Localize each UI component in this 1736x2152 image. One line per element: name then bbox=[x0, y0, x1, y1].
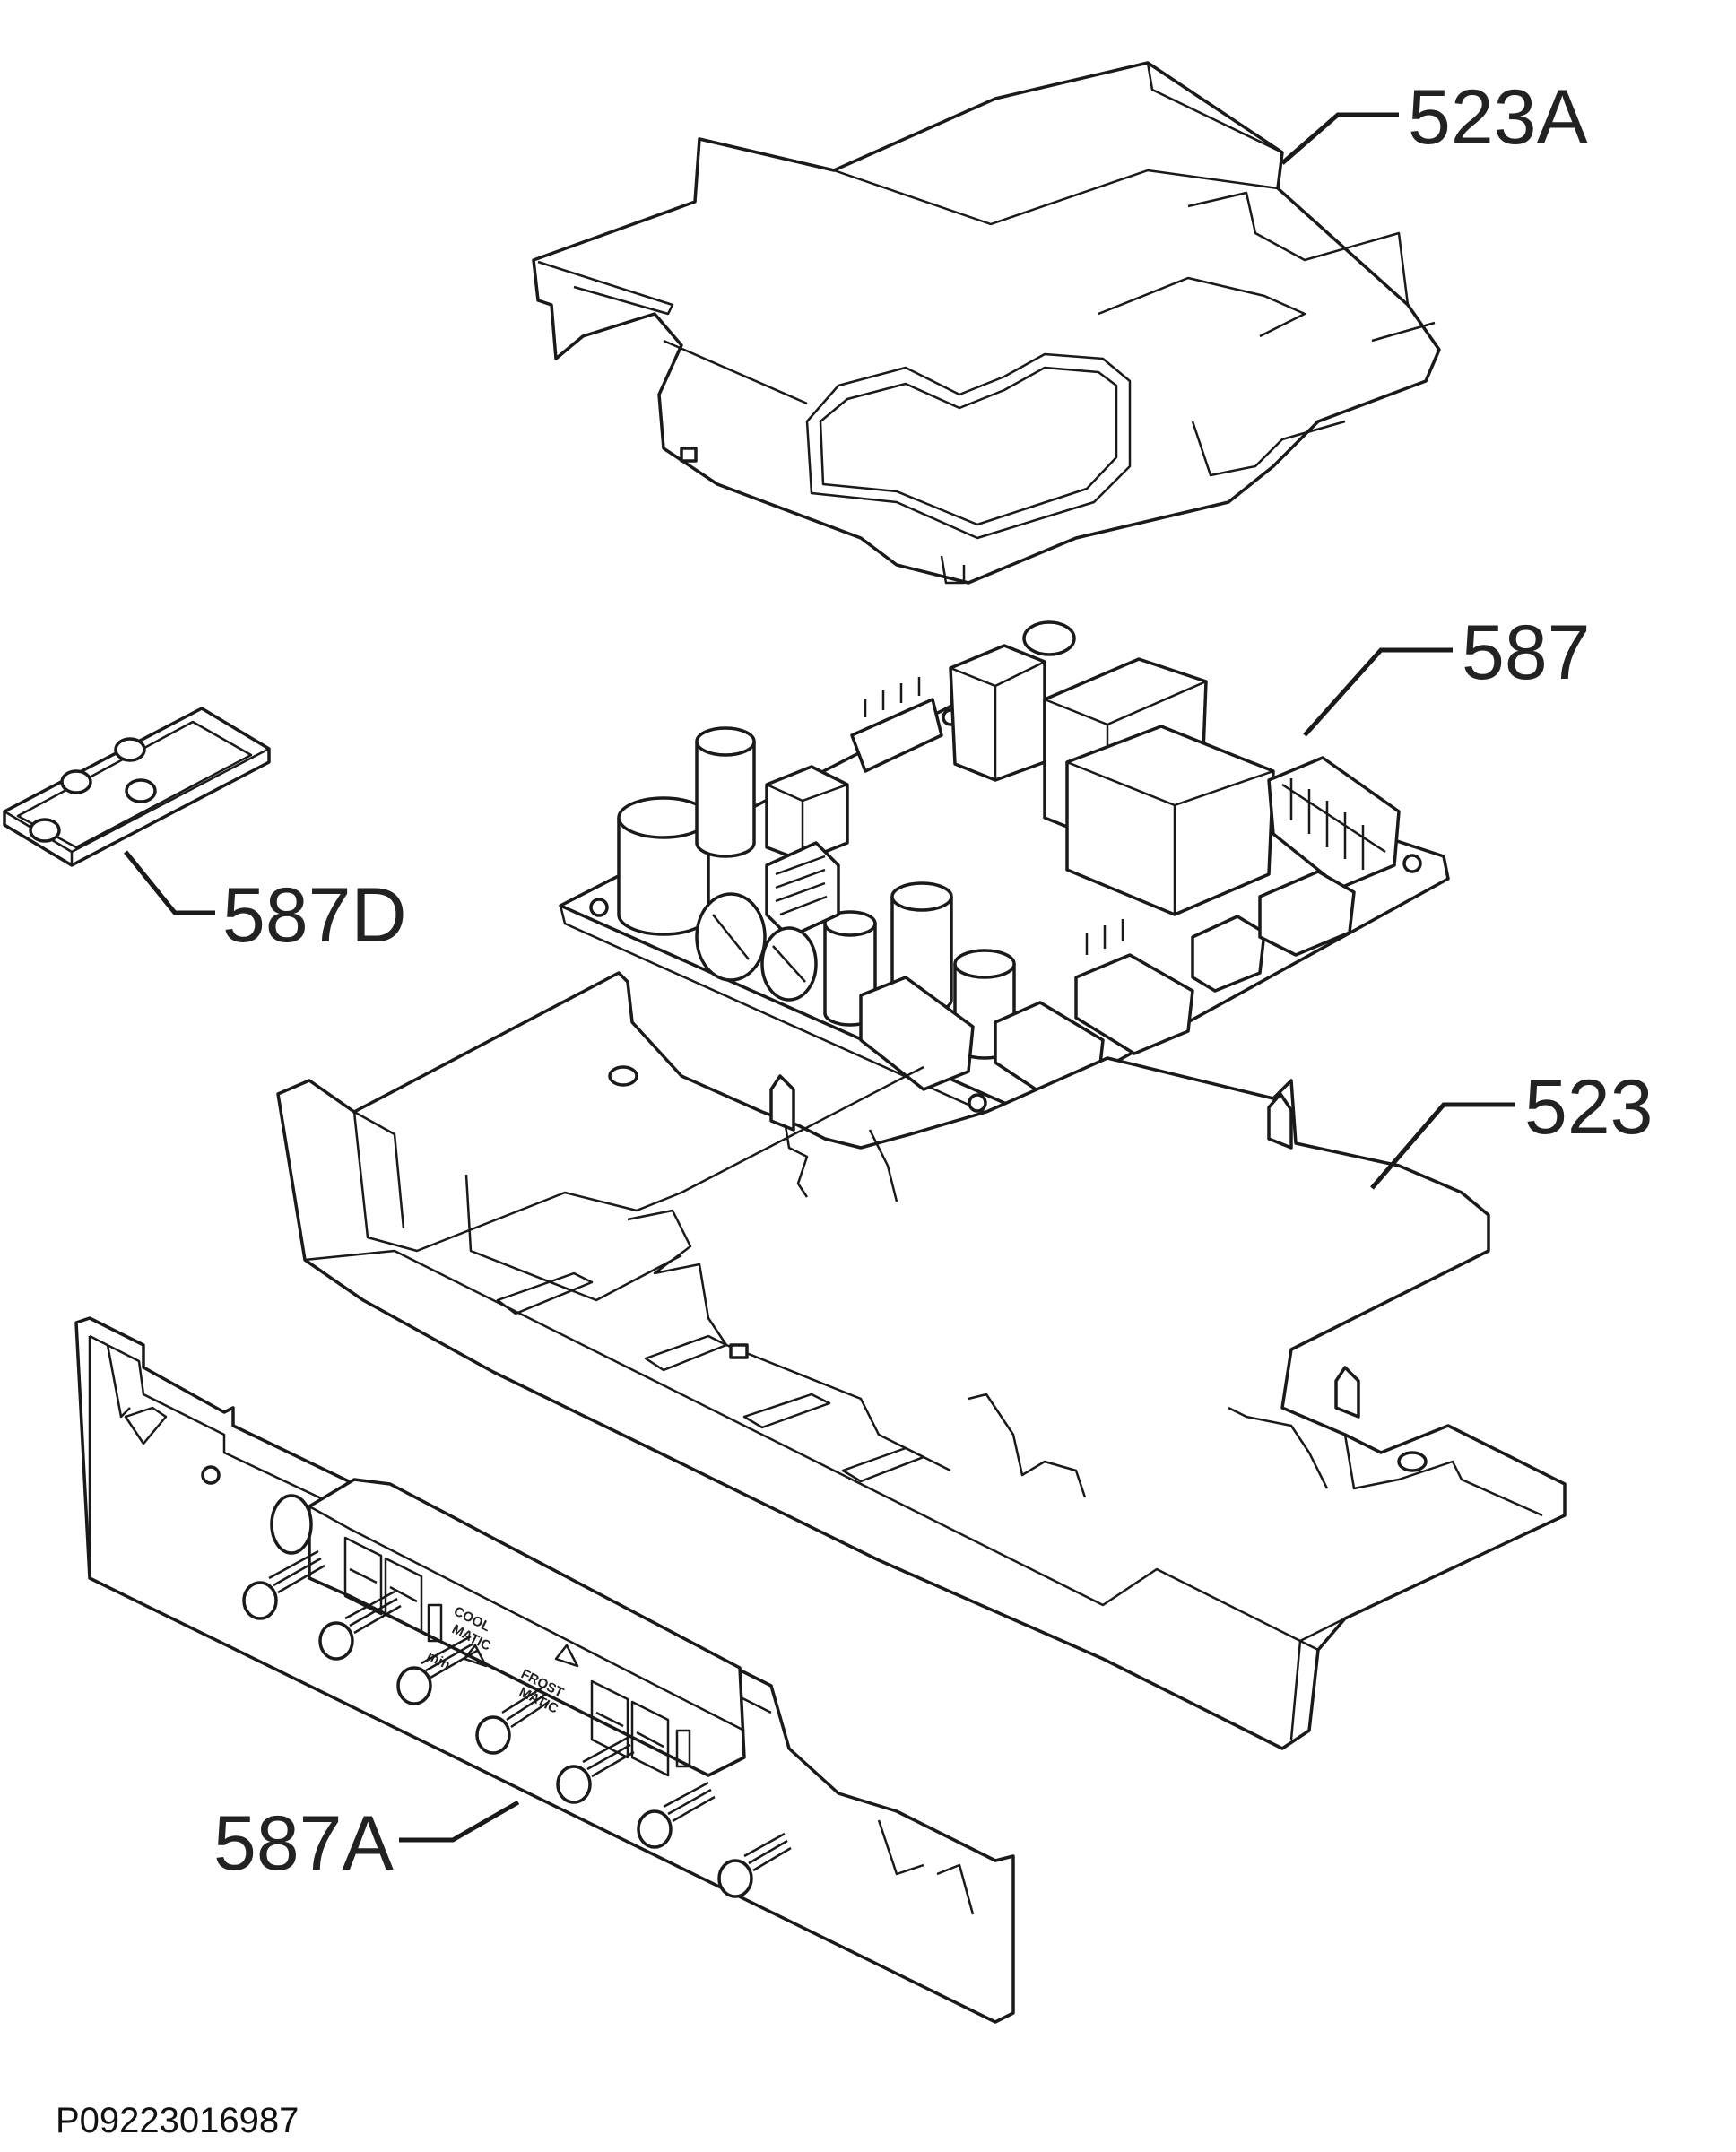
leader-587d bbox=[124, 850, 215, 915]
leader-587a bbox=[399, 1800, 520, 1843]
screw-2 bbox=[318, 1590, 402, 1661]
label-587: 587 bbox=[1462, 610, 1591, 696]
leader-523 bbox=[1370, 1102, 1515, 1190]
label-523a: 523A bbox=[1408, 74, 1588, 161]
label-523: 523 bbox=[1524, 1064, 1654, 1150]
screw-5 bbox=[556, 1736, 635, 1804]
screw-7 bbox=[717, 1832, 792, 1898]
label-587a: 587A bbox=[213, 1801, 394, 1887]
part-587a-display: COOL MATIC min FROST MATIC bbox=[74, 1316, 1015, 2024]
screw-6 bbox=[637, 1781, 716, 1849]
screw-4 bbox=[475, 1686, 550, 1755]
part-523a-cover bbox=[532, 61, 1441, 585]
label-587d: 587D bbox=[222, 872, 407, 959]
screw-1 bbox=[242, 1549, 326, 1620]
leader-587 bbox=[1303, 647, 1453, 737]
part-523-housing bbox=[276, 971, 1567, 1750]
screw-3 bbox=[396, 1635, 478, 1705]
part-587-board bbox=[559, 620, 1450, 1123]
part-587d-keypad bbox=[3, 707, 271, 867]
leader-523a bbox=[1280, 112, 1399, 165]
drawing-code: P09223016987 bbox=[56, 2101, 299, 2140]
